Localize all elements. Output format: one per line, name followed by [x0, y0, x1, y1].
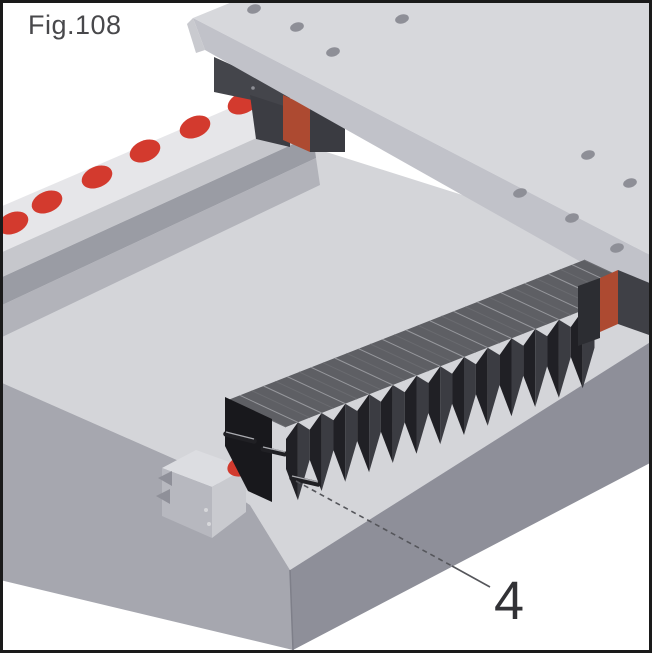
bellows-pleat-line: [382, 338, 441, 367]
table-plate: [187, 0, 652, 302]
bellows-pleat-line: [488, 296, 548, 325]
bellows-pleat-facet: [464, 357, 476, 435]
bellows-pleat-line: [310, 366, 370, 395]
bellows-pleat-facet: [428, 366, 441, 445]
callout-4-label: 4: [494, 571, 525, 631]
bellows-pleat-facet: [511, 338, 524, 417]
plate-front-face: [193, 18, 652, 302]
bellows-pleat-facet: [499, 338, 512, 417]
bellows-pleat-facet: [357, 394, 370, 473]
bellows-pleat-line: [417, 324, 477, 353]
bellows-pleat-line: [275, 380, 334, 409]
carriage-red-face: [283, 95, 310, 152]
bed-corner-edge: [289, 569, 294, 651]
stub-bolt-hole: [207, 522, 211, 526]
bellows-pleat-facet: [558, 319, 571, 398]
stub-front-face: [162, 468, 212, 538]
bellows-pleat-line: [298, 371, 358, 400]
rail-carriage: [214, 57, 345, 152]
bellows-pleat-facet: [547, 319, 559, 398]
bellows-pleat-facet: [309, 413, 322, 491]
rail-side-lower: [0, 158, 320, 338]
carriage-foot: [250, 95, 290, 147]
bellows-pleat-line: [393, 334, 453, 363]
figure-label: Fig.108: [28, 10, 122, 40]
bellows-pleat-line: [441, 315, 500, 344]
bellows-pleat-line: [453, 310, 512, 339]
bellows-pleat-facet: [487, 347, 500, 426]
rail-top-face: [0, 78, 310, 253]
stub-profile-notch: [158, 471, 172, 486]
bellows-mounting-pins: [223, 431, 321, 487]
bellows-pleat-line: [322, 362, 382, 391]
bellows-pleat-facet: [369, 394, 381, 473]
bellows-pleat-line: [429, 320, 488, 349]
rail-side-groove: [0, 135, 316, 306]
leader-line: [295, 480, 491, 588]
plate-left-face: [187, 18, 205, 53]
bellows-pleat-facet: [321, 413, 334, 491]
bellows-pleat-facet: [392, 385, 405, 463]
bellows-pleat-facet: [416, 375, 429, 454]
plate-top-surface: [193, 0, 652, 256]
bellows-pleat-facet: [440, 366, 453, 445]
right-block-dark-left: [578, 278, 600, 346]
bellows-pleat-line: [334, 357, 394, 386]
bellows-pleat-line: [358, 348, 417, 377]
right-block-dark-right: [618, 270, 652, 336]
bellows-pleat-facet: [380, 385, 393, 463]
bellows-pleat-line: [263, 385, 322, 414]
stub-side-face: [212, 468, 246, 538]
bellows-pleat-line: [524, 282, 583, 311]
carriage-block-right: [578, 270, 652, 346]
bellows-pleat-line: [239, 394, 299, 423]
stub-profile-notch: [156, 489, 170, 504]
bellows-pleat-facet: [404, 375, 417, 454]
bellows-pleat-facet: [345, 403, 358, 482]
linear-guide-rail: [0, 78, 320, 338]
bellows-end-frame: [225, 397, 272, 502]
bellows-pleat-facet: [333, 403, 346, 482]
bellows-pleat-facet: [452, 357, 464, 435]
bellows-pleat-line: [465, 306, 524, 335]
bellows-pleat-line: [287, 376, 346, 405]
bellows-pleat-facet: [535, 329, 548, 407]
bellows-pleat-line: [500, 292, 560, 321]
bellows-pleat-line: [512, 287, 572, 316]
bellows-pleat-line: [405, 329, 465, 358]
plate-mounting-holes: [247, 4, 637, 253]
right-block-red-face: [600, 270, 618, 332]
stub-top-face: [162, 450, 246, 487]
bed-front-right-face: [290, 341, 652, 650]
carriage-bolt: [251, 86, 255, 90]
bellows-pleat-facet: [475, 347, 488, 426]
bellows-pleat-line: [370, 343, 429, 372]
stub-bolt-hole: [204, 508, 208, 512]
bellows-pleat-line: [346, 352, 405, 381]
bellows-pleat-line: [476, 301, 536, 330]
rail-side-upper: [0, 114, 313, 278]
bed-front-left-face: [0, 382, 293, 650]
bellows-pleat-facet: [523, 329, 536, 407]
carriage-dark-face: [214, 57, 290, 108]
bellows-pleat-line: [251, 390, 310, 419]
rail-bolt-holes: [0, 91, 259, 235]
